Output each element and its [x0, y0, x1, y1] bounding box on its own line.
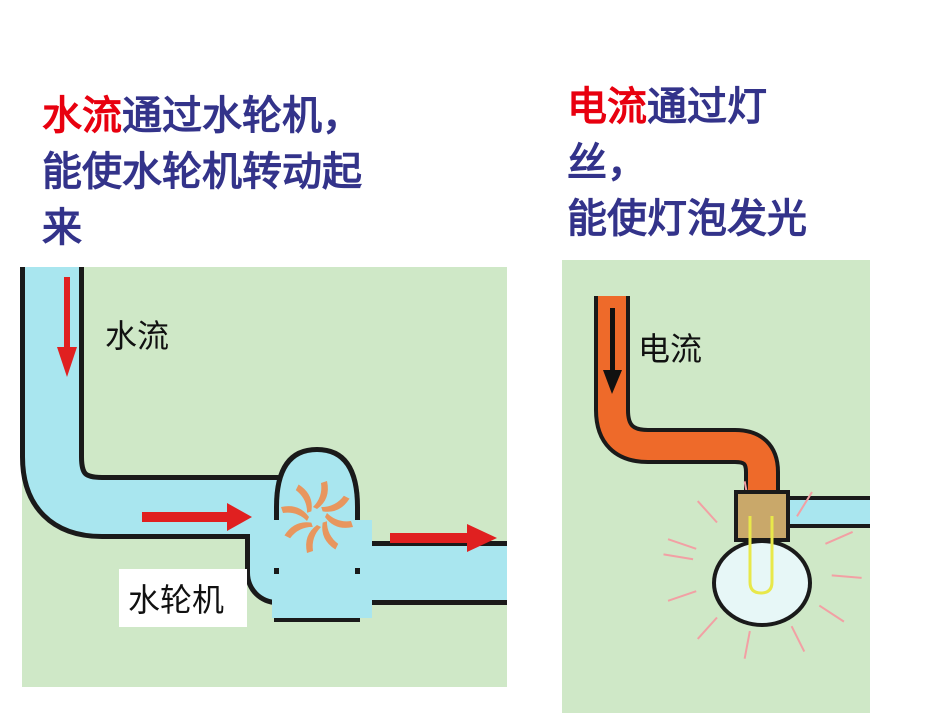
current-caption-line-1-rest: 通过灯 — [647, 84, 767, 130]
light-bulb-panel: 电流 — [562, 260, 870, 713]
current-down-arrow — [603, 308, 622, 394]
water-right-arrow-1 — [142, 503, 252, 531]
water-caption-line-1-rest: 通过水轮机， — [122, 93, 362, 139]
water-turbine-diagram: 水流 水轮机 — [20, 267, 507, 627]
water-caption-line-3: 来 — [42, 205, 82, 251]
turbine-wheel-icon — [281, 481, 353, 553]
light-ray — [790, 625, 806, 653]
wire-outline — [594, 296, 780, 500]
light-ray — [696, 500, 718, 524]
turbine-blade — [313, 481, 328, 509]
turbine-blade — [322, 521, 339, 550]
turbine-blade — [321, 495, 350, 512]
light-ray — [831, 574, 862, 579]
wire — [598, 296, 776, 500]
turbine-blade — [295, 484, 312, 513]
light-ray — [667, 538, 697, 550]
water-right-arrow-2 — [390, 524, 497, 552]
water-turbine-panel: 水流 水轮机 — [20, 267, 507, 687]
light-bulb-icon — [716, 543, 808, 623]
light-ray — [818, 604, 845, 623]
bulb-socket — [738, 494, 786, 538]
filament — [748, 516, 774, 595]
turbine-blade — [281, 506, 309, 521]
light-ray — [743, 630, 751, 659]
turbine-label-box — [119, 569, 247, 627]
water-caption-line-2: 能使水轮机转动起 — [42, 149, 362, 195]
current-caption: 电流通过灯 丝， 能使灯泡发光 — [567, 79, 807, 247]
water-flow-label: 水流 — [105, 317, 169, 355]
light-ray — [796, 491, 813, 517]
current-flow-label: 电流 — [638, 330, 702, 368]
light-ray — [663, 553, 694, 561]
light-ray — [825, 531, 854, 545]
blue-wire — [790, 500, 870, 524]
turbine-blade — [306, 525, 321, 553]
light-bulb-diagram: 电流 — [594, 296, 870, 659]
water-flow-highlight: 水流 — [42, 93, 122, 139]
turbine-blade — [325, 513, 353, 528]
water-down-arrow — [57, 277, 77, 377]
turbine-label: 水轮机 — [128, 581, 224, 619]
light-rays — [663, 481, 862, 659]
turbine-blade — [284, 522, 313, 539]
current-caption-line-1: 电流通过灯 — [567, 79, 807, 135]
water-pipe — [25, 267, 507, 600]
light-ray — [696, 616, 718, 640]
light-ray — [667, 590, 697, 602]
current-highlight: 电流 — [567, 84, 647, 130]
turbine-housing — [262, 447, 372, 622]
water-caption-line-1: 水流通过水轮机， — [42, 88, 362, 144]
current-caption-line-2: 丝， — [567, 140, 647, 186]
current-caption-line-3: 能使灯泡发光 — [567, 196, 807, 242]
water-caption: 水流通过水轮机， 能使水轮机转动起 来 — [42, 88, 362, 256]
